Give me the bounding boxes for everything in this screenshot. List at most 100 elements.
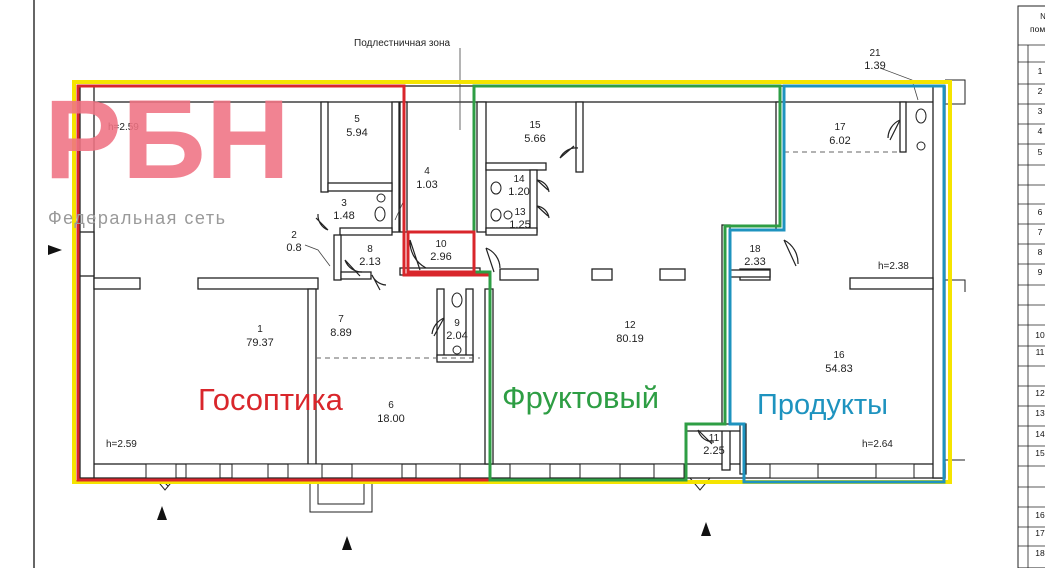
table-header: пом [1030, 24, 1045, 34]
arrow-up-icon [157, 506, 167, 520]
room-number: 1 [257, 324, 263, 335]
room-number: 7 [338, 314, 344, 325]
middle-wall-a [93, 277, 141, 290]
room-area: 2.25 [703, 445, 724, 457]
door-swing [431, 317, 445, 337]
room-number: 18 [749, 244, 761, 255]
window [185, 463, 221, 479]
room5-wall-left [320, 101, 329, 193]
window [145, 463, 177, 479]
room-number: 15 [529, 120, 541, 131]
door-swing [315, 213, 329, 231]
table-row-number: 16 [1035, 510, 1045, 520]
door-swing [559, 145, 579, 159]
room2-leader [304, 244, 331, 267]
room5-wall-right [391, 101, 400, 233]
toilet-icon [915, 108, 927, 124]
room8-wall-left [333, 234, 342, 281]
toilet-icon [374, 206, 386, 222]
sink-icon [503, 210, 513, 220]
height-label: h=2.59 [108, 122, 139, 133]
room14-wall-right [529, 169, 538, 233]
table-row-number: 17 [1035, 528, 1045, 538]
windows [145, 463, 915, 479]
toilet-icon [490, 208, 502, 222]
room-area: 5.66 [524, 133, 545, 145]
room-area: 1.39 [864, 60, 885, 72]
room-number: 9 [454, 318, 460, 329]
zone-outline-gosoptika-annex [406, 230, 476, 274]
room3-wall-bottom [339, 227, 393, 236]
table-row-number: 8 [1038, 247, 1043, 257]
window [415, 463, 461, 479]
table-row-number: 2 [1038, 86, 1043, 96]
door-swing [536, 205, 550, 219]
table-row-number: 11 [1036, 347, 1045, 357]
building-outline [72, 80, 952, 484]
room-number: 14 [513, 174, 525, 185]
toilet-icon [451, 292, 463, 308]
room8-wall-bottom [340, 271, 372, 280]
entrance-arrows [48, 245, 711, 550]
room-labels: 1 79.37 2 0.8 3 1.48 4 1.03 5 5.94 6 18.… [246, 48, 885, 457]
room-area: 2.13 [359, 256, 380, 268]
room-area: 0.8 [286, 242, 301, 254]
door-swing [344, 259, 363, 277]
room-area: 1.20 [508, 186, 529, 198]
height-label: h=2.38 [878, 261, 909, 272]
door-swing [485, 247, 501, 273]
partition-1-6 [307, 288, 317, 465]
room-number: 17 [834, 122, 846, 133]
zone-label-produkty: Продукты [757, 389, 888, 421]
table-row-number: 4 [1038, 126, 1043, 136]
middle-wall-g [849, 277, 934, 290]
window [351, 463, 403, 479]
room-number: 11 [709, 433, 720, 444]
middle-wall-b [197, 277, 319, 290]
dashed-lines [316, 151, 900, 359]
room18-wall-bottom [729, 269, 771, 278]
room-area: 5.94 [346, 127, 367, 139]
window [579, 463, 621, 479]
room-area: 79.37 [246, 337, 274, 349]
table-row-number: 10 [1035, 330, 1045, 340]
toilet-icon [490, 181, 502, 195]
zone-outline-produkty [728, 84, 946, 484]
room-number: 3 [341, 198, 347, 209]
table-frame [1017, 5, 1045, 568]
height-label: h=2.64 [862, 439, 893, 450]
table-row-number: 15 [1035, 448, 1045, 458]
room9-wall-right [465, 288, 474, 360]
zone-label-fruktovy: Фруктовый [502, 380, 659, 415]
zone-label-gosoptika: Госоптика [198, 382, 344, 417]
window [509, 463, 551, 479]
room-area: 8.89 [330, 327, 351, 339]
arrow-up-icon [701, 522, 711, 536]
room-number: 6 [388, 400, 394, 411]
middle-wall-c [499, 268, 539, 281]
entrance-porch [309, 478, 373, 513]
room-number: 13 [514, 207, 526, 218]
sink-icon [916, 141, 926, 151]
room-number: 4 [424, 166, 430, 177]
room-number: 16 [833, 350, 845, 361]
sink-icon [452, 345, 462, 355]
room-area: 54.83 [825, 363, 853, 375]
table-header: № [1040, 11, 1045, 21]
door-swing [887, 119, 901, 141]
door-swing [783, 239, 799, 267]
table-row-number: 12 [1035, 388, 1045, 398]
table-row-number: 5 [1038, 147, 1043, 157]
height-label: h=2.59 [106, 439, 137, 450]
door-swing [697, 429, 715, 445]
middle-wall-e [659, 268, 686, 281]
doors [315, 119, 901, 445]
window [875, 463, 915, 479]
room-number: 21 [869, 48, 881, 59]
room5-wall-bottom [327, 182, 393, 192]
door-swing [536, 179, 550, 193]
table-row-number: 18 [1035, 548, 1045, 558]
arrow-up-icon [342, 536, 352, 550]
window [287, 463, 323, 479]
